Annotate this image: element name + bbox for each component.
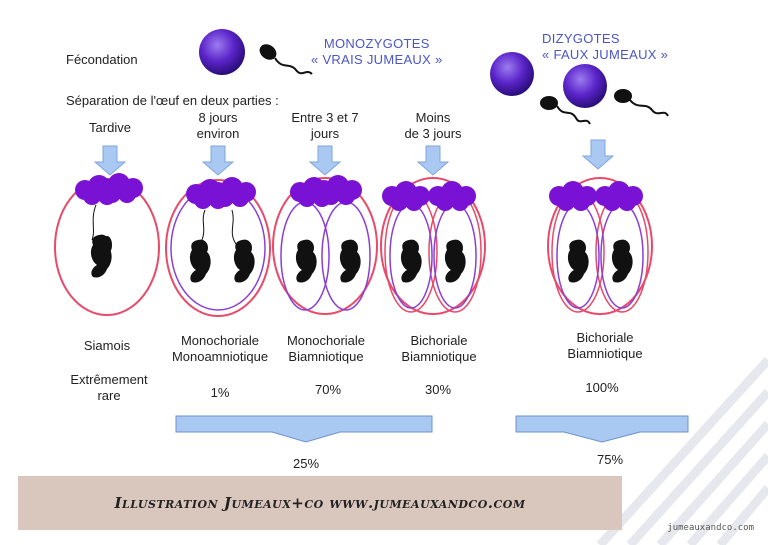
type-col4-line2: Biamniotique bbox=[401, 349, 477, 364]
type-col1-line1: Siamois bbox=[83, 338, 131, 353]
type-col2: Monochoriale Monoamniotique bbox=[168, 333, 272, 365]
timing-col4-line2: de 3 jours bbox=[404, 126, 462, 141]
freq-col1: Extrêmement rare bbox=[62, 372, 156, 404]
mono-bi-egg bbox=[272, 175, 378, 315]
fecondation-label: Fécondation bbox=[66, 52, 138, 67]
credit-banner-text: Illustration Jumeaux+co www.jumeauxandco… bbox=[114, 494, 526, 512]
timing-col3-line2: jours bbox=[310, 126, 340, 141]
type-col4: Bichoriale Biamniotique bbox=[394, 333, 484, 365]
sperm-icon bbox=[259, 44, 313, 75]
timing-col4: Moins de 3 jours bbox=[390, 110, 476, 142]
freq-col3-value: 70% bbox=[314, 382, 342, 397]
watermark: jumeauxandco.com bbox=[667, 523, 754, 533]
timing-col1-line1: Tardive bbox=[89, 120, 131, 135]
type-col2-line1: Monochoriale bbox=[180, 333, 260, 348]
freq-col2-value: 1% bbox=[210, 385, 230, 400]
timing-col4-line1: Moins bbox=[415, 110, 451, 125]
mono-total-value: 25% bbox=[292, 456, 320, 471]
freq-col3: 70% bbox=[298, 382, 358, 398]
type-col5: Bichoriale Biamniotique bbox=[560, 330, 650, 362]
credit-banner: Illustration Jumeaux+co www.jumeauxandco… bbox=[18, 476, 622, 530]
di-title: DIZYGOTES « FAUX JUMEAUX » bbox=[542, 31, 668, 63]
type-col1: Siamois bbox=[62, 338, 152, 354]
freq-col2: 1% bbox=[190, 385, 250, 401]
bi-bi-mono-egg bbox=[380, 177, 486, 315]
type-col3-line1: Monochoriale bbox=[286, 333, 366, 348]
separation-label: Séparation de l'œuf en deux parties : bbox=[66, 93, 279, 108]
freq-col1-line1: Extrêmement bbox=[70, 372, 148, 387]
type-col4-line1: Bichoriale bbox=[410, 333, 468, 348]
timing-col3-line1: Entre 3 et 7 bbox=[291, 110, 359, 125]
decor-stripes bbox=[596, 356, 768, 545]
di-eggs-icon bbox=[490, 52, 669, 125]
freq-col1-line2: rare bbox=[97, 388, 121, 403]
mono-total-arrow bbox=[175, 415, 433, 443]
freq-col5: 100% bbox=[572, 380, 632, 396]
mono-title-line2: « VRAIS JUMEAUX » bbox=[311, 52, 443, 67]
timing-col1: Tardive bbox=[70, 120, 150, 136]
freq-col5-value: 100% bbox=[585, 380, 619, 395]
di-total-arrow bbox=[515, 415, 689, 443]
bi-bi-di-egg bbox=[547, 177, 653, 315]
mono-mono-egg bbox=[165, 177, 271, 317]
type-col3: Monochoriale Biamniotique bbox=[276, 333, 376, 365]
freq-col4-value: 30% bbox=[424, 382, 452, 397]
type-col2-line2: Monoamniotique bbox=[171, 349, 269, 364]
mono-title-line1: MONOZYGOTES bbox=[323, 36, 430, 51]
siamois-egg bbox=[54, 173, 160, 316]
mono-egg-icon bbox=[199, 29, 245, 75]
timing-col2: 8 jours environ bbox=[175, 110, 261, 142]
freq-col4: 30% bbox=[408, 382, 468, 398]
timing-col2-line2: environ bbox=[196, 126, 240, 141]
timing-col3: Entre 3 et 7 jours bbox=[280, 110, 370, 142]
di-title-line2: « FAUX JUMEAUX » bbox=[542, 47, 669, 62]
di-total-value: 75% bbox=[596, 452, 624, 467]
down-arrows bbox=[93, 139, 615, 176]
timing-col2-line1: 8 jours bbox=[198, 110, 238, 125]
mono-title: MONOZYGOTES « VRAIS JUMEAUX » bbox=[311, 36, 443, 68]
type-col5-line2: Biamniotique bbox=[567, 346, 643, 361]
type-col3-line2: Biamniotique bbox=[288, 349, 364, 364]
type-col5-line1: Bichoriale bbox=[576, 330, 634, 345]
di-title-line1: DIZYGOTES bbox=[542, 31, 620, 46]
